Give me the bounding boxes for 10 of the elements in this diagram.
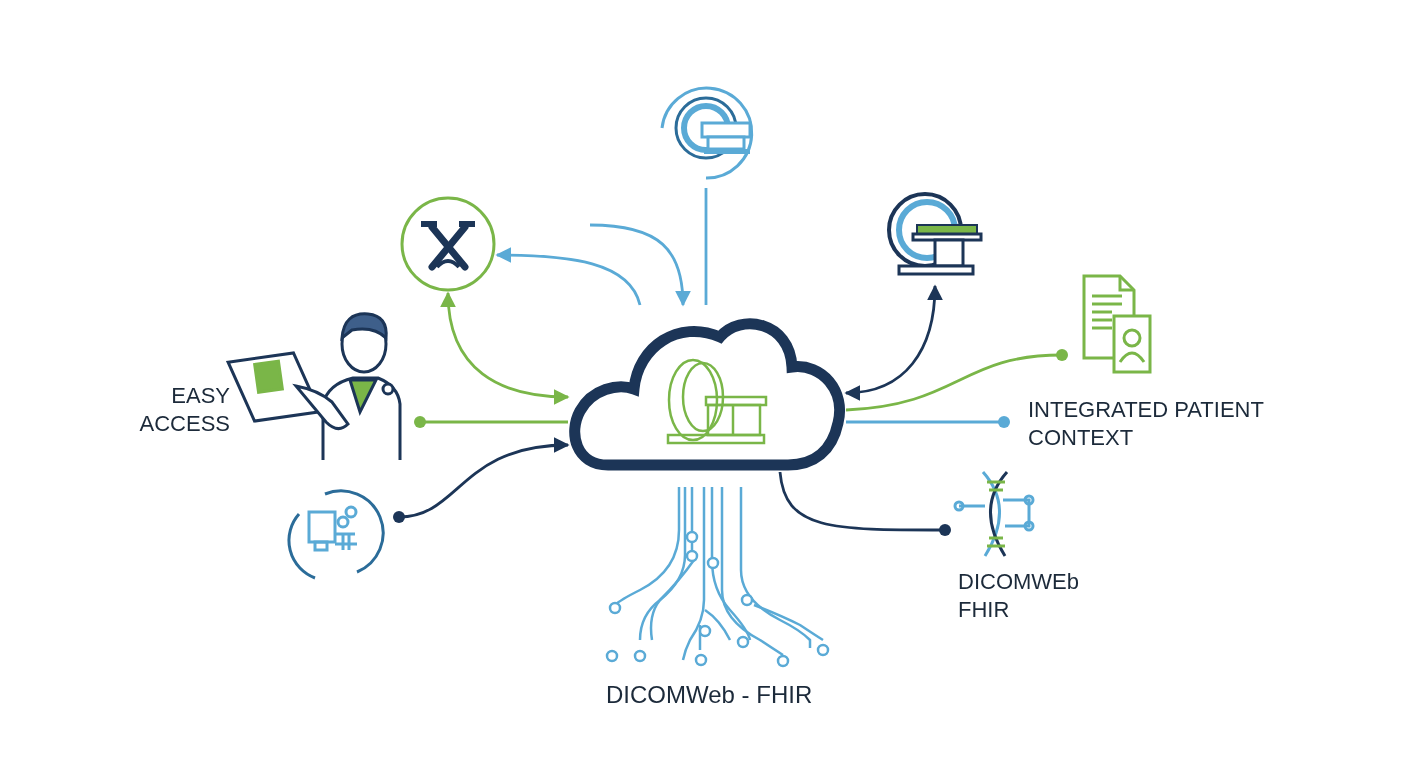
- connector-arrow: [589, 223, 691, 307]
- caption-text: DICOMWeb - FHIR: [606, 680, 813, 710]
- connector-arrow: [495, 247, 642, 306]
- caption-text: EASY ACCESS: [138, 382, 230, 437]
- caption-text: INTEGRATED PATIENT CONTEXT: [1004, 396, 1266, 456]
- caption-text: DICOMWEb FHIR: [958, 568, 1080, 623]
- connector-arrow: [844, 284, 943, 401]
- crossed-tools-icon: [399, 195, 497, 293]
- connector-arrow: [393, 437, 570, 523]
- connector-arrow: [440, 291, 570, 405]
